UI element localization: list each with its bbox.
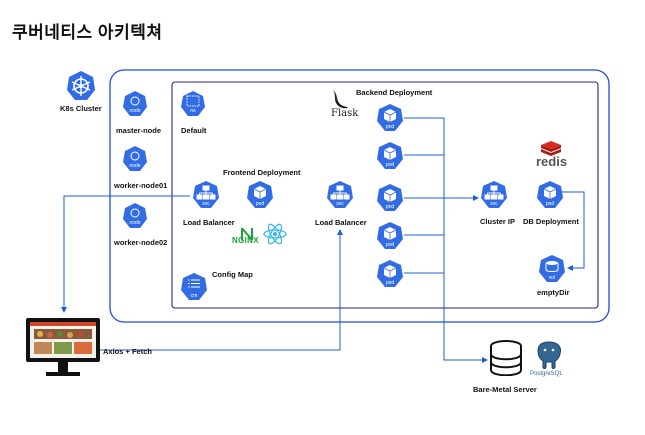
master-node-label: master-node — [116, 126, 162, 135]
k8s-cluster-label: K8s Cluster — [60, 104, 102, 113]
worker-node01-label: worker-node01 — [114, 181, 168, 190]
postgresql-logo — [533, 340, 565, 375]
pods-to-db-line — [404, 117, 488, 363]
frontend-pod-icon: pod — [246, 180, 274, 215]
backend-load-balancer-label: Load Balancer — [315, 218, 367, 227]
flask-text: Flask — [331, 108, 359, 119]
svg-text:cm: cm — [191, 293, 198, 299]
frontend-load-balancer-label: Load Balancer — [183, 218, 235, 227]
svg-text:pod: pod — [386, 242, 395, 248]
svg-text:node: node — [129, 220, 140, 226]
database-icon — [489, 340, 523, 381]
svg-text:pod: pod — [386, 124, 395, 130]
svg-text:pod: pod — [386, 204, 395, 210]
react-logo — [262, 222, 288, 251]
frontend-to-client-line — [61, 195, 190, 313]
node-icon: node — [122, 90, 148, 123]
svg-text:pod: pod — [256, 201, 265, 207]
k8s-cluster-icon — [66, 70, 96, 107]
postgresql-text: PostgreSQL — [530, 371, 563, 377]
frontend-svc-icon: svc — [192, 180, 220, 215]
svg-text:pod: pod — [546, 201, 555, 207]
db-pod-icon: pod — [536, 180, 564, 215]
backend-pod-icon: pod — [376, 141, 404, 176]
namespace-icon: ns — [180, 90, 206, 123]
redis-logo — [540, 140, 562, 161]
svg-text:pod: pod — [386, 280, 395, 286]
node-icon: node — [122, 145, 148, 178]
client-to-backend-line — [100, 229, 343, 351]
frontend-deployment-label: Frontend Deployment — [223, 168, 301, 177]
db-to-emptydir-line — [562, 191, 585, 271]
svg-text:node: node — [129, 163, 140, 169]
cluster-ip-label: Cluster IP — [480, 217, 516, 226]
empty-dir-label: emptyDir — [537, 288, 570, 297]
backend-deployment-label: Backend Deployment — [356, 88, 433, 97]
backend-pod-icon: pod — [376, 259, 404, 294]
backend-pod-icon: pod — [376, 103, 404, 138]
flask-logo — [330, 88, 350, 115]
svg-text:svc: svc — [490, 201, 498, 207]
nginx-logo — [236, 222, 258, 251]
svg-text:svc: svc — [202, 201, 210, 207]
redis-text: redis — [536, 154, 568, 169]
db-deployment-label: DB Deployment — [523, 217, 579, 226]
default-ns-label: Default — [181, 126, 207, 135]
backend-pod-icon: pod — [376, 183, 404, 218]
svg-text:node: node — [129, 108, 140, 114]
page-title: 쿠버네티스 아키텍쳐 — [12, 23, 163, 42]
bare-metal-server-label: Bare-Metal Server — [473, 385, 537, 394]
svg-text:svc: svc — [336, 201, 344, 207]
svg-text:pod: pod — [386, 162, 395, 168]
config-map-label: Config Map — [212, 270, 253, 279]
backend-pod-icon: pod — [376, 221, 404, 256]
svg-text:vol: vol — [549, 275, 555, 281]
volume-icon: vol — [538, 254, 566, 289]
node-icon: node — [122, 202, 148, 235]
configmap-icon: cm — [180, 272, 208, 307]
default-namespace-frame — [171, 81, 599, 309]
client-monitor-icon — [26, 318, 100, 385]
axios-fetch-label: Axios + Fetch — [103, 347, 152, 356]
worker-node02-label: worker-node02 — [114, 238, 168, 247]
backend-svc-icon: svc — [326, 180, 354, 215]
svg-text:ns: ns — [190, 108, 196, 114]
cluster-ip-svc-icon: svc — [480, 180, 508, 215]
nginx-text: NGINX — [232, 236, 259, 245]
